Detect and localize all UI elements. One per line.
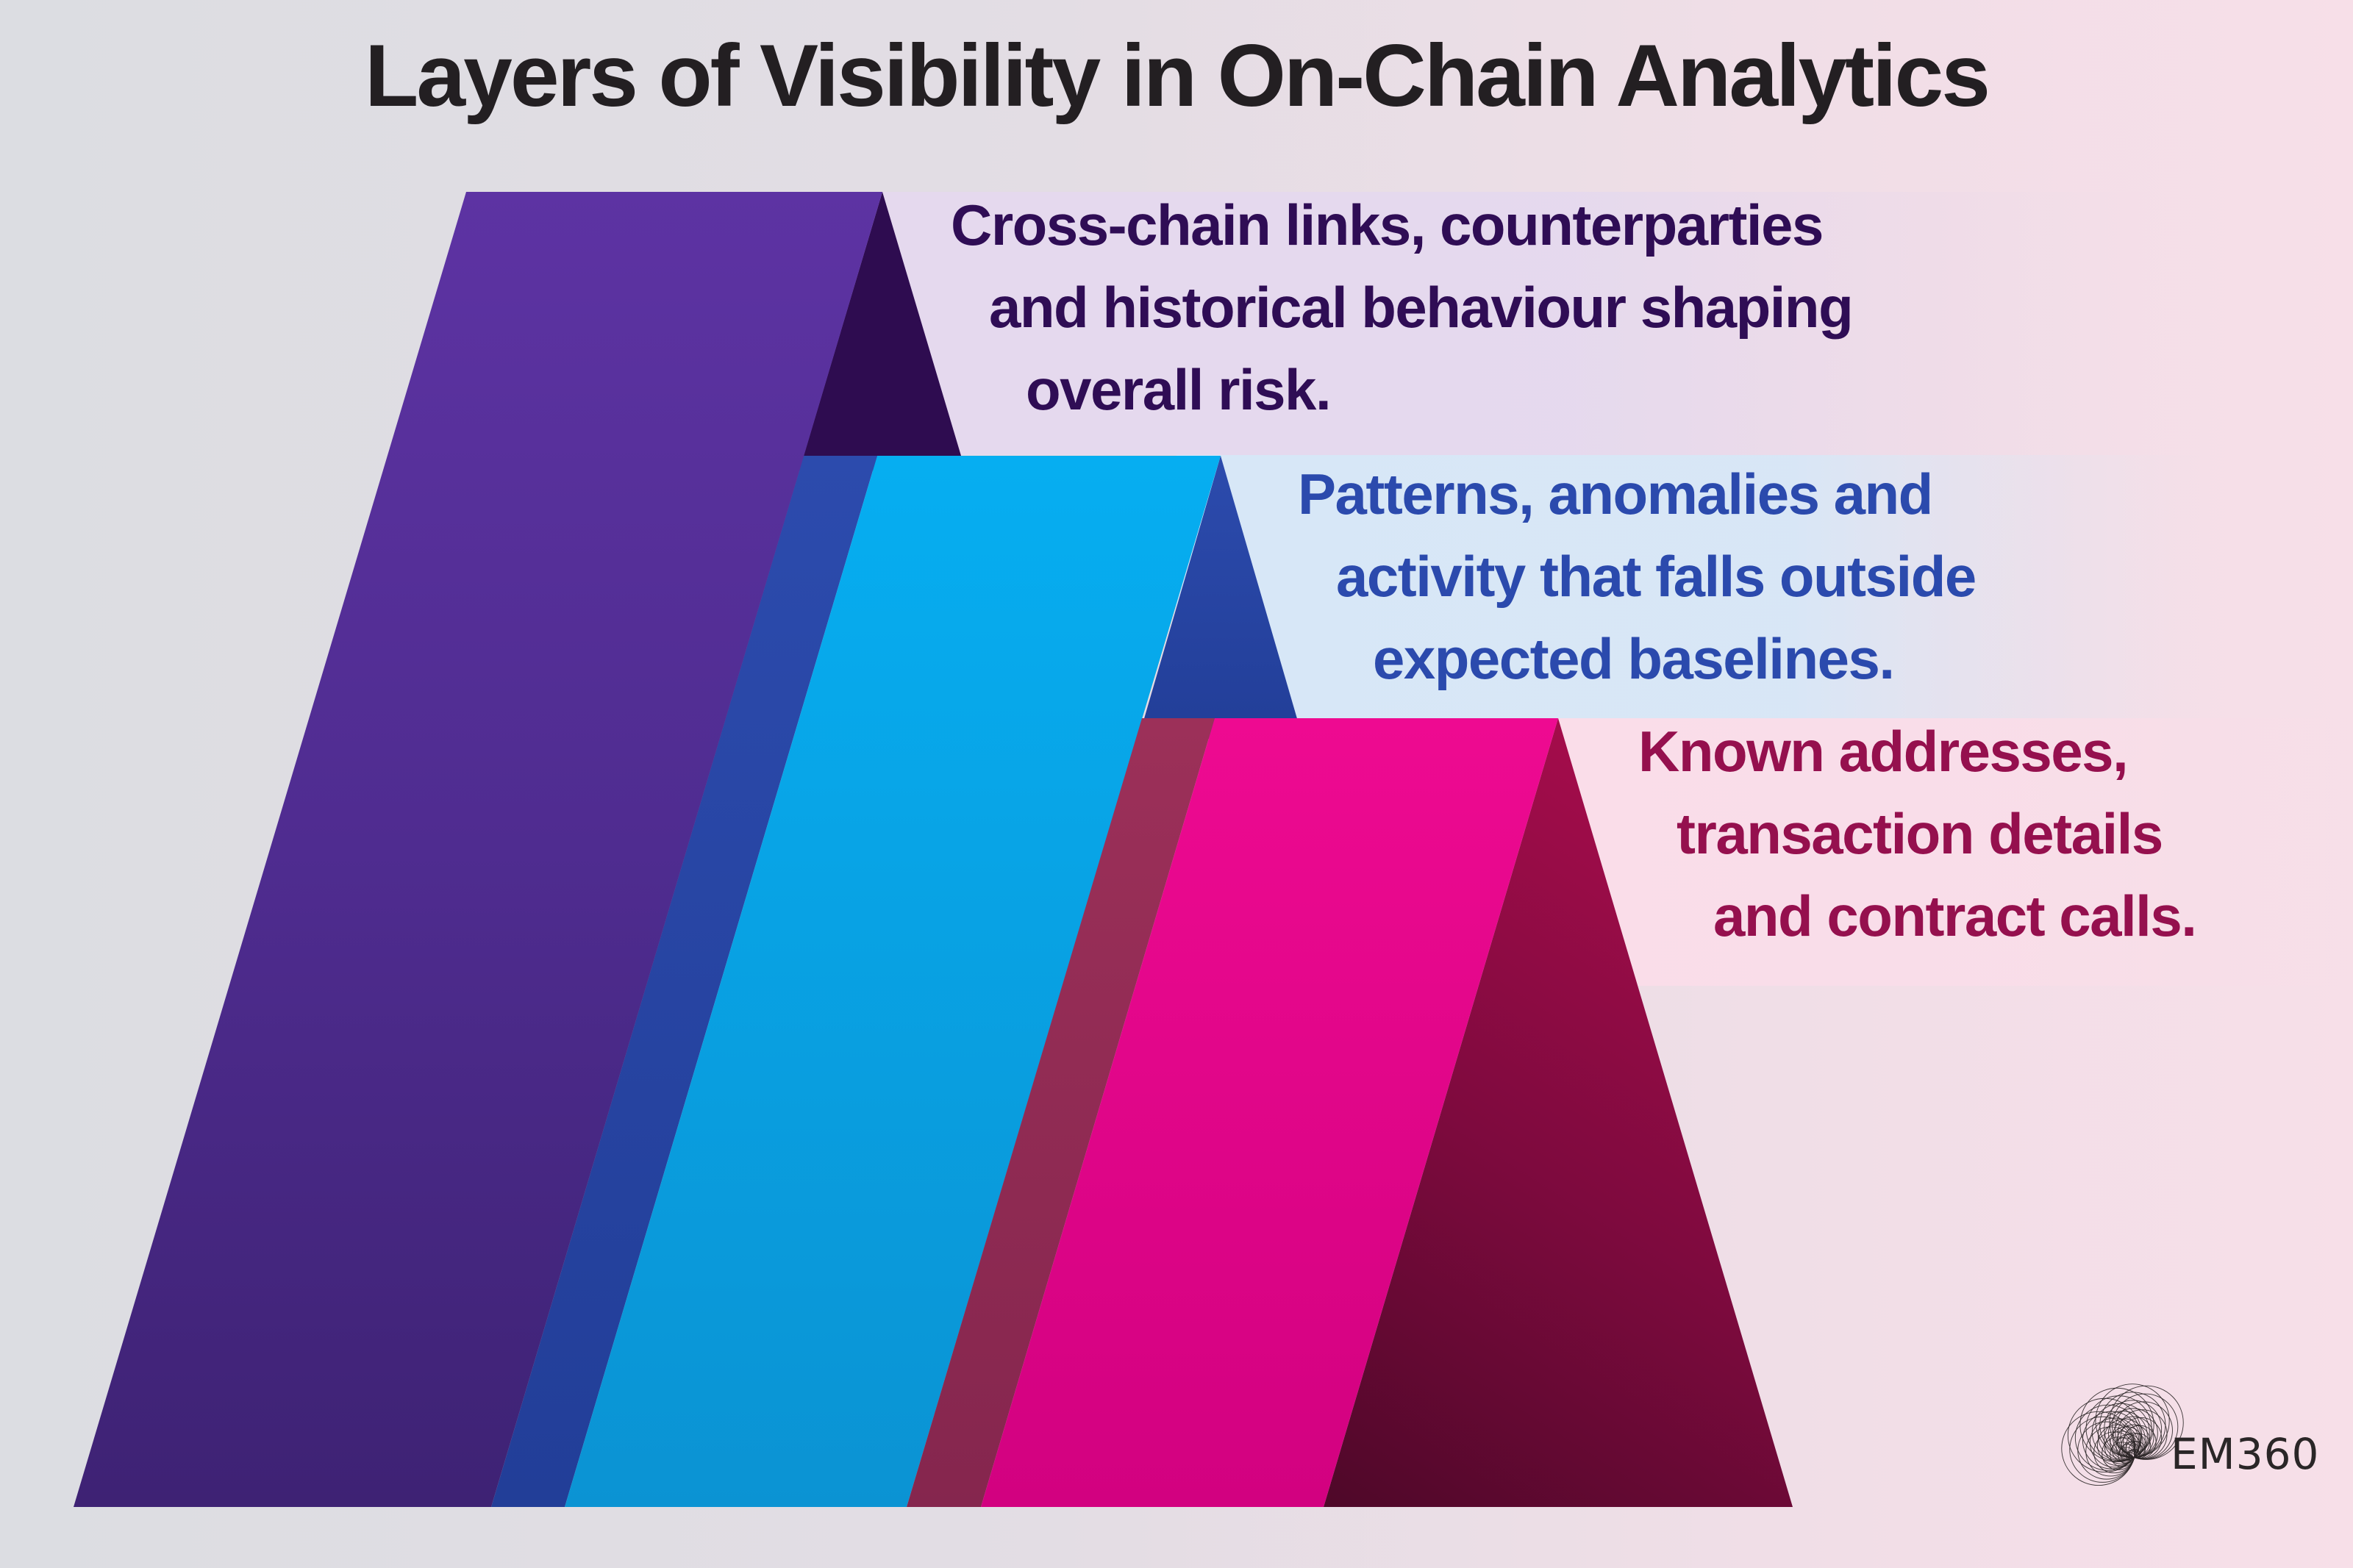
- caption-line: Cross-chain links, counterparties: [951, 193, 1824, 257]
- caption-patterns: Patterns, anomalies and activity that fa…: [1298, 453, 1977, 700]
- caption-known-addresses: Known addresses, transaction details and…: [1638, 710, 2197, 957]
- caption-line: transaction details: [1677, 801, 2163, 866]
- caption-cross-chain: Cross-chain links, counterparties and hi…: [951, 184, 1854, 431]
- panel-patterns: [1176, 455, 2206, 718]
- brand-wordmark: EM360: [2171, 1429, 2320, 1479]
- caption-line: activity that falls outside: [1336, 544, 1977, 609]
- blue-layer-band: [565, 456, 1221, 1507]
- panel-known-addresses: [1507, 718, 2353, 986]
- pink-layer-shadow-face: [1324, 718, 1793, 1507]
- caption-line: overall risk.: [1026, 357, 1332, 422]
- page-title: Layers of Visibility in On-Chain Analyti…: [365, 26, 1990, 125]
- spiral-rings: [2061, 1383, 2184, 1486]
- brand-logo: EM360: [2044, 1373, 2331, 1539]
- caption-line: expected baselines.: [1373, 626, 1895, 691]
- caption-line: and contract calls.: [1713, 884, 2197, 948]
- em360-spiral-mark: [2061, 1383, 2184, 1486]
- purple-layer-band: [74, 192, 882, 1507]
- blue-layer-shadow-face: [1138, 456, 1303, 739]
- caption-line: Known addresses,: [1638, 719, 2129, 784]
- purple-layer-shadow-face: [799, 192, 965, 470]
- caption-line: and historical behaviour shaping: [989, 275, 1854, 340]
- caption-line: Patterns, anomalies and: [1298, 462, 1933, 526]
- blue-layer-back-sliver: [491, 456, 877, 1507]
- pink-layer-back-sliver: [907, 718, 1215, 1507]
- pink-layer-band: [981, 718, 1558, 1507]
- panel-cross-chain: [846, 192, 2169, 455]
